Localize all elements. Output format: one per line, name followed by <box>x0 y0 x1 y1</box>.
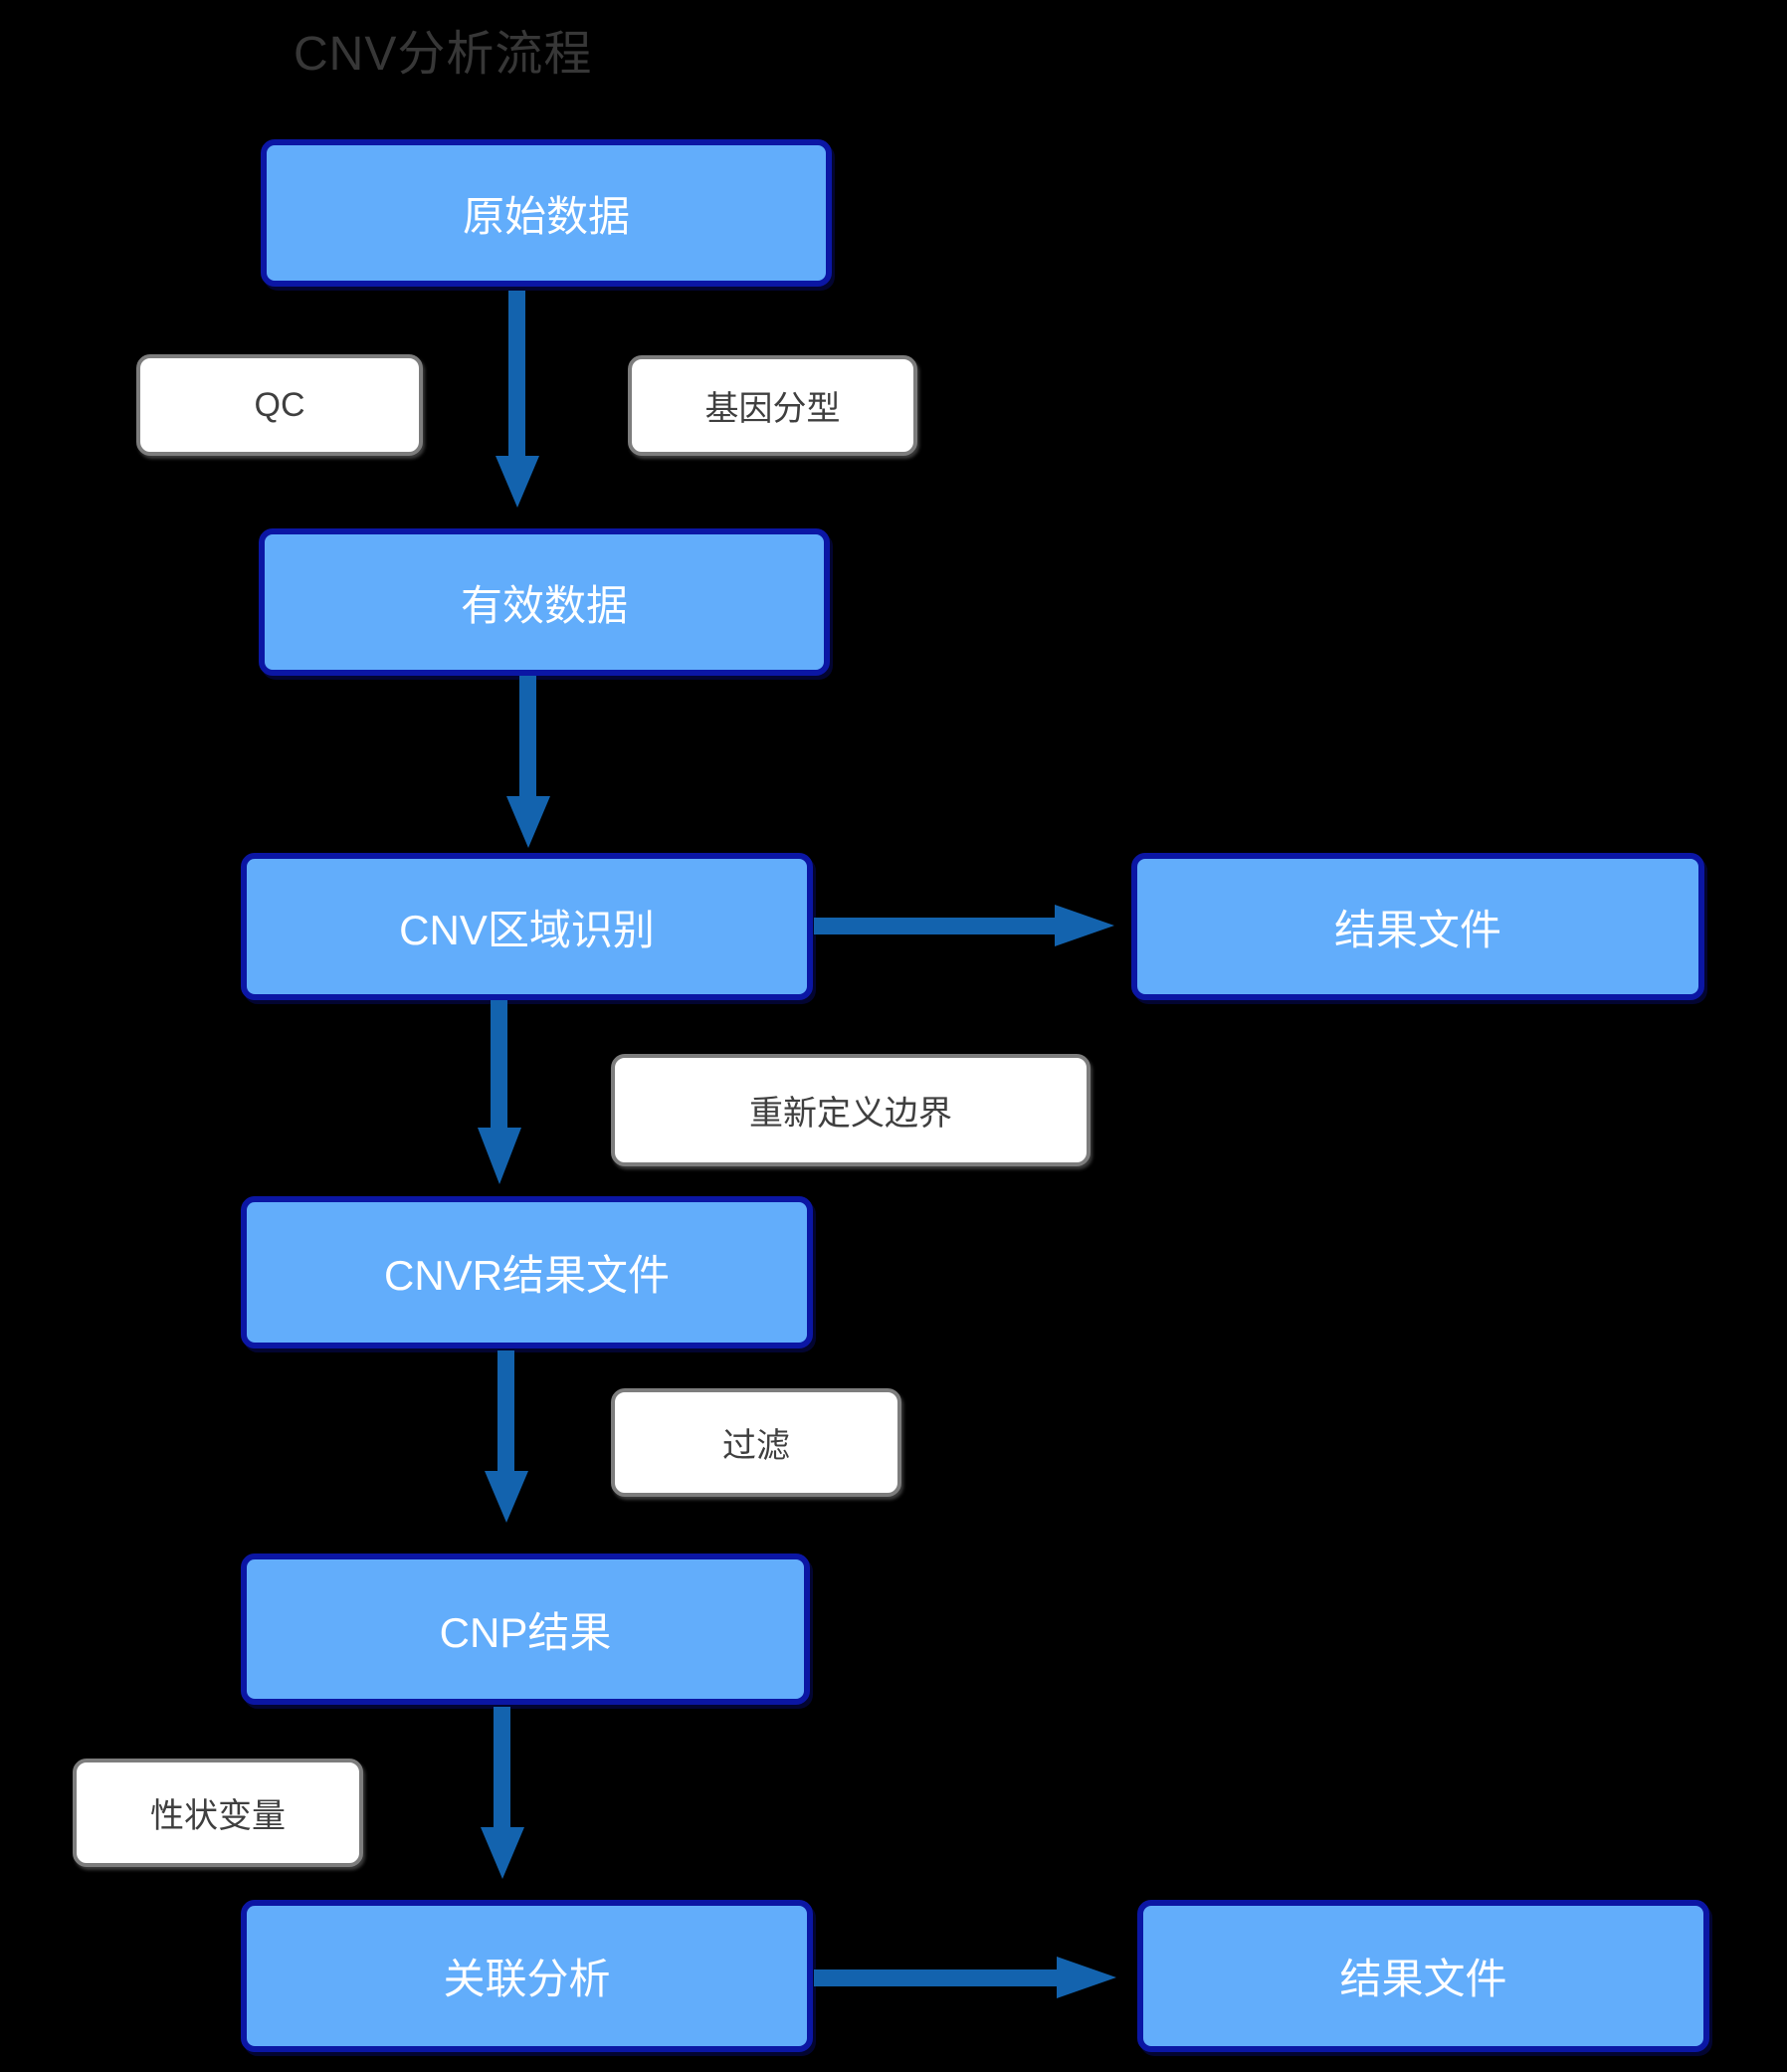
arrow-shaft <box>494 1707 510 1827</box>
arrow-cnvr-to-cnp <box>485 1350 528 1523</box>
arrow-shaft <box>814 918 1055 934</box>
arrow-raw-to-valid <box>496 291 539 508</box>
node-valid-data: 有效数据 <box>259 528 830 676</box>
arrow-head-down-icon <box>478 1128 521 1184</box>
node-cnp-result: CNP结果 <box>241 1554 810 1705</box>
arrow-head-down-icon <box>481 1827 524 1879</box>
arrow-head-down-icon <box>496 456 539 508</box>
arrow-head-right-icon <box>1055 905 1114 946</box>
node-raw-data: 原始数据 <box>261 139 832 287</box>
node-result-file-bottom: 结果文件 <box>1137 1900 1709 2052</box>
arrow-shaft <box>814 1969 1057 1986</box>
arrow-shaft <box>497 1350 514 1471</box>
label-qc: QC <box>136 354 423 456</box>
arrow-valid-to-cnv-region <box>506 676 550 848</box>
arrow-head-down-icon <box>506 796 550 848</box>
node-result-file-top: 结果文件 <box>1131 853 1704 1000</box>
arrow-cnp-to-association <box>481 1707 524 1879</box>
diagram-title: CNV分析流程 <box>294 28 593 81</box>
node-association-analysis: 关联分析 <box>241 1900 813 2052</box>
label-trait-variable: 性状变量 <box>73 1759 363 1867</box>
arrow-head-down-icon <box>485 1471 528 1523</box>
arrow-cnv-region-to-result-file <box>814 905 1114 946</box>
arrow-cnv-region-to-cnvr <box>478 1000 521 1184</box>
node-cnvr-result-file: CNVR结果文件 <box>241 1196 813 1348</box>
arrow-shaft <box>519 676 536 796</box>
node-cnv-region-identification: CNV区域识别 <box>241 853 813 1000</box>
label-genotyping: 基因分型 <box>628 355 917 456</box>
label-redefine-boundary: 重新定义边界 <box>611 1054 1091 1166</box>
arrow-shaft <box>508 291 525 456</box>
label-filter: 过滤 <box>611 1388 901 1497</box>
arrow-head-right-icon <box>1057 1957 1116 1998</box>
arrow-shaft <box>491 1000 507 1128</box>
arrow-association-to-result-file <box>814 1957 1116 1998</box>
